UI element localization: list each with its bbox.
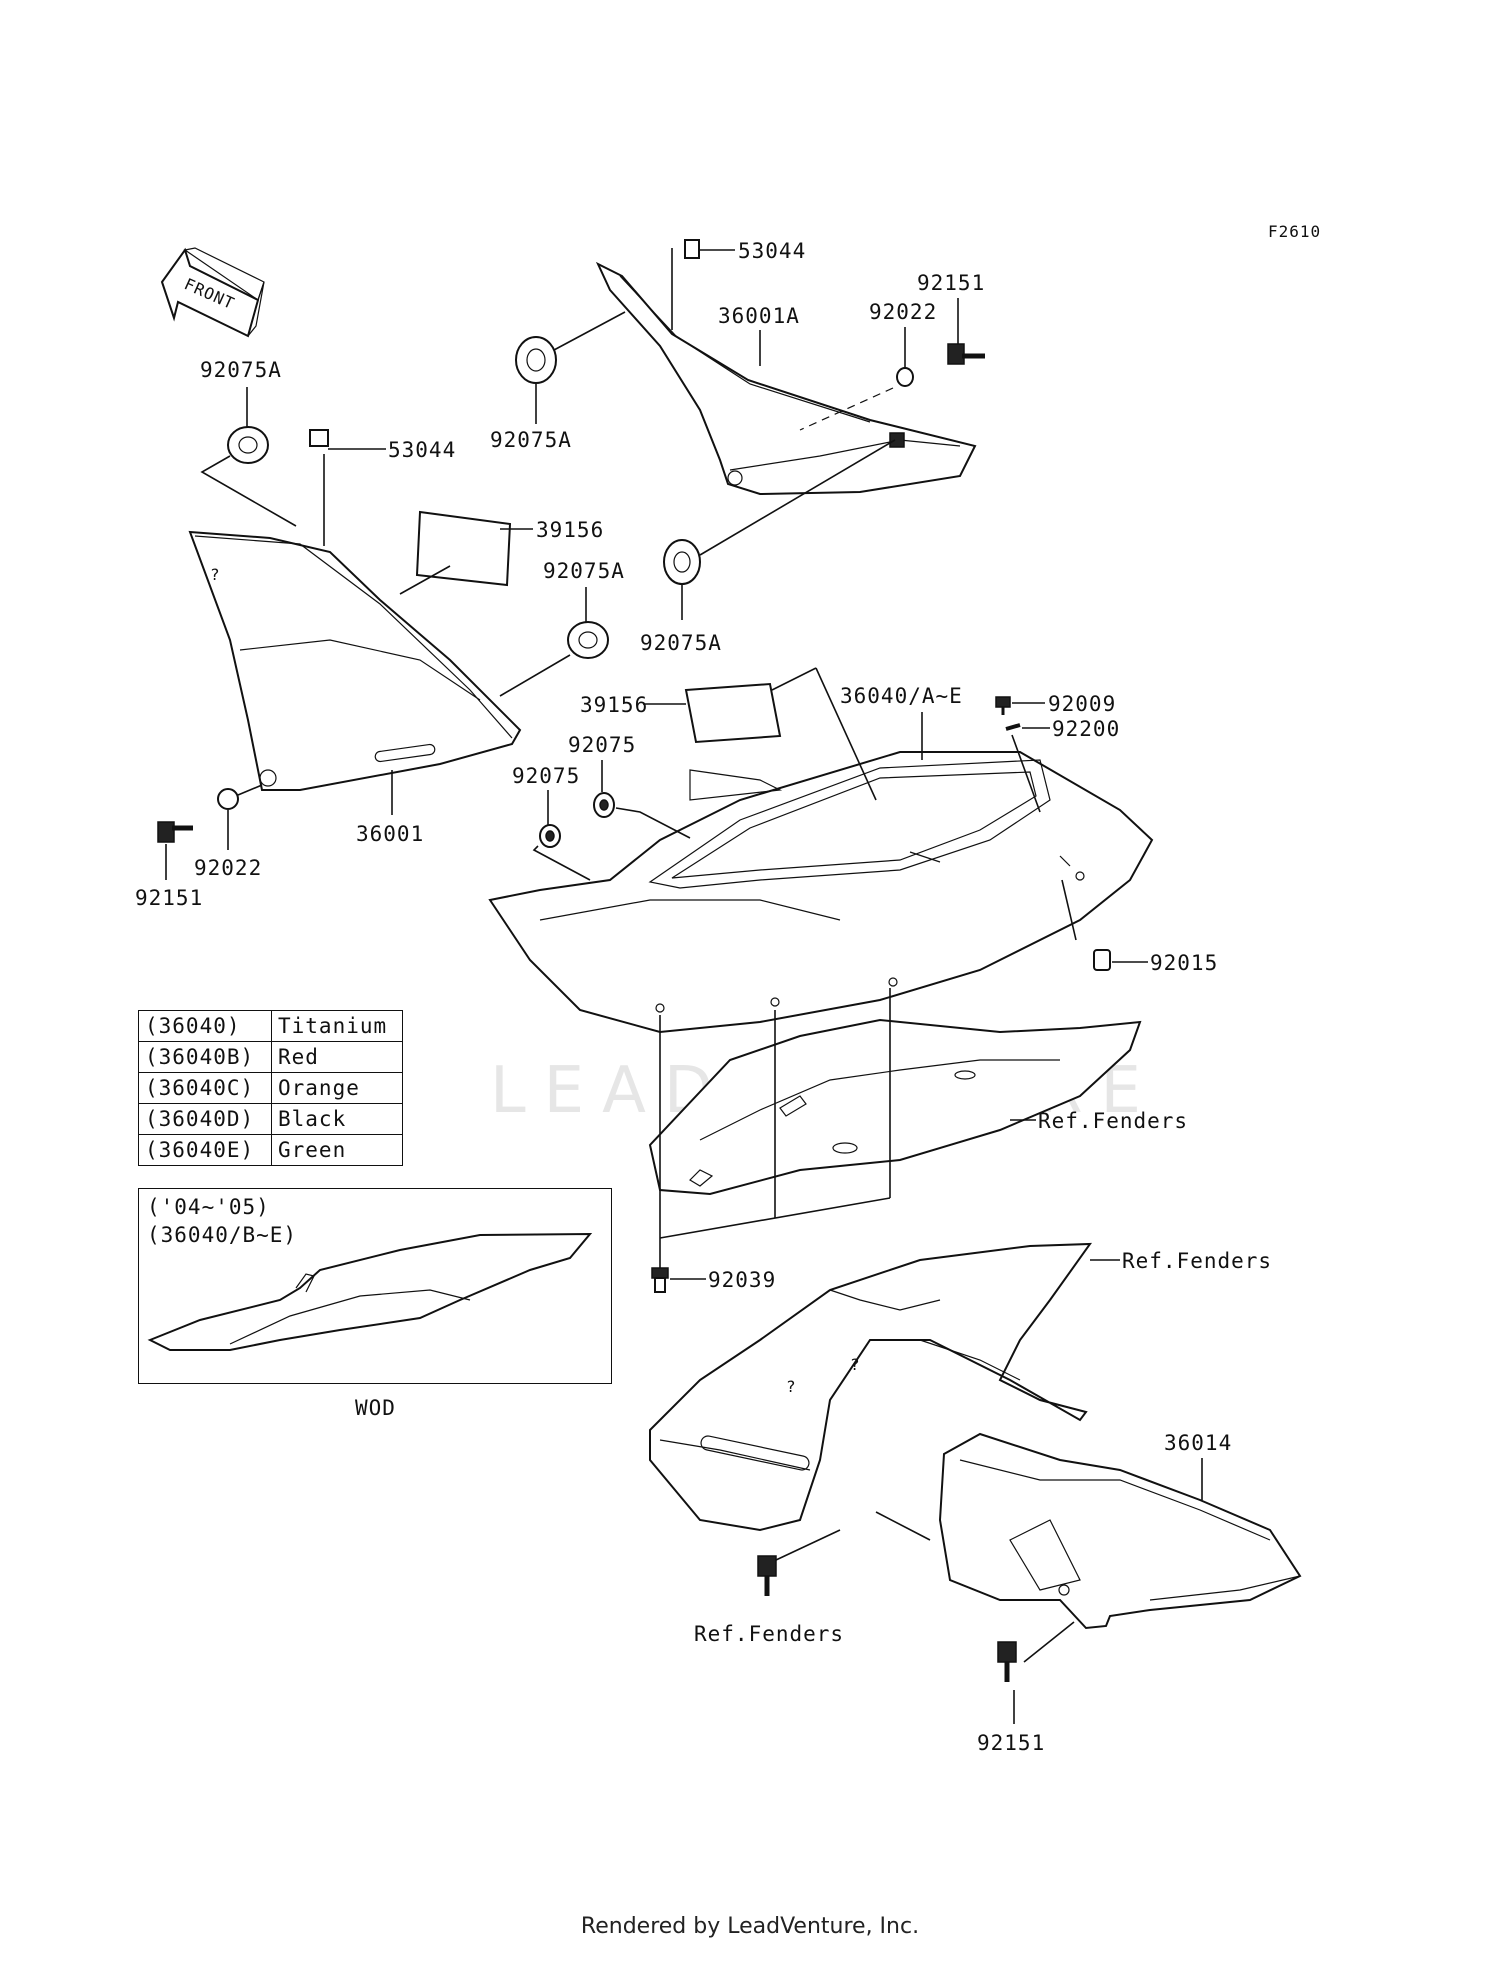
screw-92009 — [995, 696, 1011, 715]
callout-ref-fenders-2: Ref.Fenders — [1122, 1249, 1272, 1273]
tail-cover-36040 — [488, 751, 1154, 1034]
callout-53044-left: 53044 — [388, 438, 456, 462]
callout-36001: 36001 — [356, 822, 424, 846]
callout-92151-left: 92151 — [135, 886, 203, 910]
front-arrow-icon: FRONT — [160, 247, 265, 338]
callout-92075a-top-left: 92075A — [200, 358, 282, 382]
grommet-92075a-top-mid — [515, 336, 557, 384]
inset-years: ('04~'05) — [147, 1195, 270, 1219]
bolt-92151-top — [947, 343, 985, 365]
footer-credit: Rendered by LeadVenture, Inc. — [580, 1914, 920, 1939]
grommet-92075a-mid — [567, 621, 609, 659]
pin-53044-top — [684, 239, 700, 259]
nut-92015 — [1093, 949, 1111, 971]
table-row: (36040B) Red — [138, 1041, 403, 1073]
spring-92200 — [1005, 723, 1021, 731]
svg-text:?: ? — [210, 565, 221, 584]
table-cell-color: Green — [271, 1134, 403, 1166]
grommet-92075a-right — [663, 539, 701, 585]
table-cell-color: Orange — [271, 1072, 403, 1104]
callout-92015: 92015 — [1150, 951, 1218, 975]
callout-92022-left: 92022 — [194, 856, 262, 880]
table-cell-code: (36040C) — [138, 1072, 272, 1104]
callout-92075a-right: 92075A — [640, 631, 722, 655]
table-cell-code: (36040) — [138, 1010, 272, 1042]
bolt-92151-bottom — [997, 1641, 1017, 1682]
washer-92022-left — [217, 788, 239, 810]
table-cell-code: (36040D) — [138, 1103, 272, 1135]
grommet-92075-b — [539, 824, 561, 848]
callout-92151-top: 92151 — [917, 271, 985, 295]
svg-text:?: ? — [786, 1377, 797, 1396]
label-39156-left — [415, 510, 512, 587]
callout-53044-top: 53044 — [738, 239, 806, 263]
color-variant-table: (36040) Titanium (36040B) Red (36040C) O… — [138, 1010, 403, 1166]
table-cell-code: (36040E) — [138, 1134, 272, 1166]
callout-92075a-top-mid: 92075A — [490, 428, 572, 452]
callout-92075-b: 92075 — [512, 764, 580, 788]
rear-fender: ? ? — [649, 1242, 1092, 1532]
rivet-92039 — [651, 1267, 669, 1293]
callout-ref-fenders-1: Ref.Fenders — [1038, 1109, 1188, 1133]
table-cell-code: (36040B) — [138, 1041, 272, 1073]
inset-box: ('04~'05) (36040/B~E) — [138, 1188, 612, 1384]
washer-92022-top — [896, 367, 914, 387]
table-cell-color: Red — [271, 1041, 403, 1073]
table-cell-color: Black — [271, 1103, 403, 1135]
side-cover-36001a — [595, 261, 977, 496]
inset-parts: (36040/B~E) — [147, 1223, 298, 1247]
callout-92075a-mid: 92075A — [543, 559, 625, 583]
callout-92075-a: 92075 — [568, 733, 636, 757]
callout-39156-mid: 39156 — [580, 693, 648, 717]
inner-fender — [648, 1018, 1142, 1196]
callout-36040: 36040/A~E — [840, 684, 963, 708]
callout-36014: 36014 — [1164, 1431, 1232, 1455]
table-row: (36040) Titanium — [138, 1010, 403, 1042]
bolt-ref-fenders — [757, 1555, 777, 1596]
callout-92151-bottom: 92151 — [977, 1731, 1045, 1755]
figure-code: F2610 — [1268, 222, 1321, 241]
grommet-92075a-top-left — [227, 426, 269, 464]
callout-92039: 92039 — [708, 1268, 776, 1292]
table-row: (36040D) Black — [138, 1103, 403, 1135]
pin-53044-left — [309, 429, 329, 447]
bolt-92151-left — [157, 821, 193, 843]
side-cover-36001: ? — [188, 530, 522, 791]
inset-caption: WOD — [355, 1396, 396, 1420]
table-cell-color: Titanium — [271, 1010, 403, 1042]
callout-92022-top: 92022 — [869, 300, 937, 324]
table-row: (36040C) Orange — [138, 1072, 403, 1104]
label-39156-mid — [684, 682, 782, 744]
callout-ref-fenders-3: Ref.Fenders — [694, 1622, 844, 1646]
chain-guard-36014 — [938, 1432, 1302, 1630]
callout-39156-left: 39156 — [536, 518, 604, 542]
callout-36001a: 36001A — [718, 304, 800, 328]
table-row: (36040E) Green — [138, 1134, 403, 1166]
svg-text:?: ? — [850, 1355, 861, 1374]
callout-92009: 92009 — [1048, 692, 1116, 716]
grommet-92075-a — [593, 792, 615, 818]
callout-92200: 92200 — [1052, 717, 1120, 741]
inset-tail-cover-04-05 — [147, 1232, 593, 1351]
